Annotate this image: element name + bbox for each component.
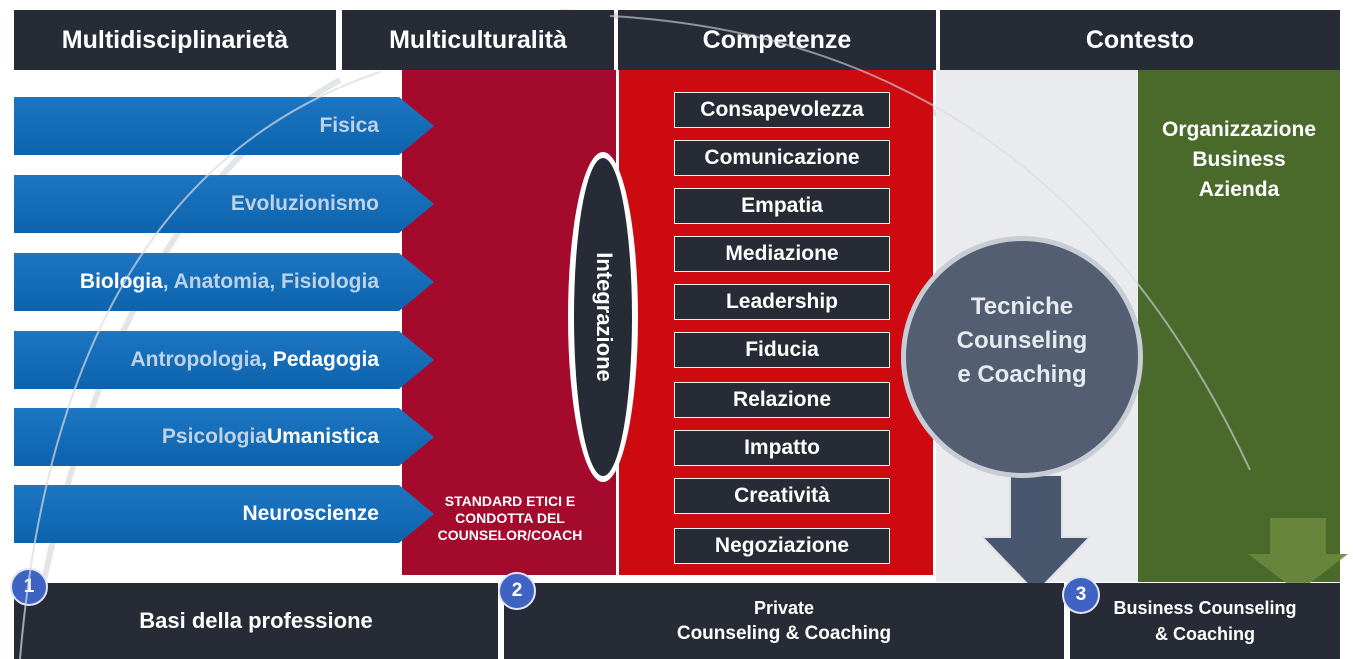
bottom-business: Business Counseling & Coaching [1070, 583, 1340, 659]
header-multidisciplinarieta: Multidisciplinarietà [14, 10, 336, 70]
step-badge: 1 [10, 568, 48, 606]
competency-item: Leadership [674, 284, 890, 320]
bottom-private: Private Counseling & Coaching [504, 583, 1064, 659]
competency-item: Creatività [674, 478, 890, 514]
discipline-label: , Pedagogia [261, 348, 379, 371]
discipline-evoluzionismo: Evoluzionismo [14, 175, 434, 233]
step-badge: 2 [498, 572, 536, 610]
header-contesto: Contesto [940, 10, 1340, 70]
standard-text: STANDARD ETICI E CONDOTTA DEL COUNSELOR/… [437, 493, 583, 543]
competency-item: Relazione [674, 382, 890, 418]
context-line: Business [1192, 148, 1286, 171]
discipline-label: Umanistica [266, 425, 379, 448]
techniques-label: Tecniche Counseling e Coaching [901, 290, 1143, 392]
bottom-private-line: Private [753, 598, 815, 618]
competency-item: Impatto [674, 430, 890, 466]
bottom-business-line: & Coaching [1154, 624, 1255, 644]
competency-item: Consapevolezza [674, 92, 890, 128]
context-line: Organizzazione [1161, 118, 1317, 141]
discipline-label: Psicologia [161, 425, 267, 448]
discipline-fisica: Fisica [14, 97, 434, 155]
competency-item: Empatia [674, 188, 890, 224]
bottom-private-line: Counseling & Coaching [676, 623, 892, 644]
bottom-basi-label: Basi della professione [139, 608, 373, 633]
competency-item: Fiducia [674, 332, 890, 368]
discipline-neuroscienze: Neuroscienze [14, 485, 434, 543]
techniques-line: e Coaching [957, 361, 1087, 388]
header-multiculturalita: Multiculturalità [342, 10, 614, 70]
discipline-antropologia: Antropologia, Pedagogia [14, 331, 434, 389]
discipline-label: Neuroscienze [242, 502, 379, 525]
header-competenze: Competenze [618, 10, 936, 70]
step-badge: 3 [1062, 576, 1100, 614]
integration-label: Integrazione [592, 252, 617, 382]
down-arrow-icon [980, 475, 1092, 595]
discipline-label: Biologia [79, 270, 163, 293]
bottom-basi: Basi della professione [14, 583, 498, 659]
discipline-biologia: Biologia, Anatomia, Fisiologia [14, 253, 434, 311]
discipline-label: , Anatomia, Fisiologia [162, 270, 379, 293]
discipline-label: Antropologia [130, 348, 262, 371]
context-label: Organizzazione Business Azienda [1138, 115, 1340, 205]
techniques-line: Tecniche [970, 293, 1074, 320]
discipline-label: Fisica [319, 114, 379, 137]
competency-item: Negoziazione [674, 528, 890, 564]
down-arrow-icon [1248, 518, 1348, 592]
competency-item: Mediazione [674, 236, 890, 272]
bottom-business-line: Business Counseling [1113, 598, 1297, 618]
context-line: Azienda [1198, 178, 1280, 201]
techniques-line: Counseling [956, 327, 1088, 354]
discipline-psicologia: Psicologia Umanistica [14, 408, 434, 466]
competency-item: Comunicazione [674, 140, 890, 176]
discipline-label: Evoluzionismo [230, 192, 379, 215]
